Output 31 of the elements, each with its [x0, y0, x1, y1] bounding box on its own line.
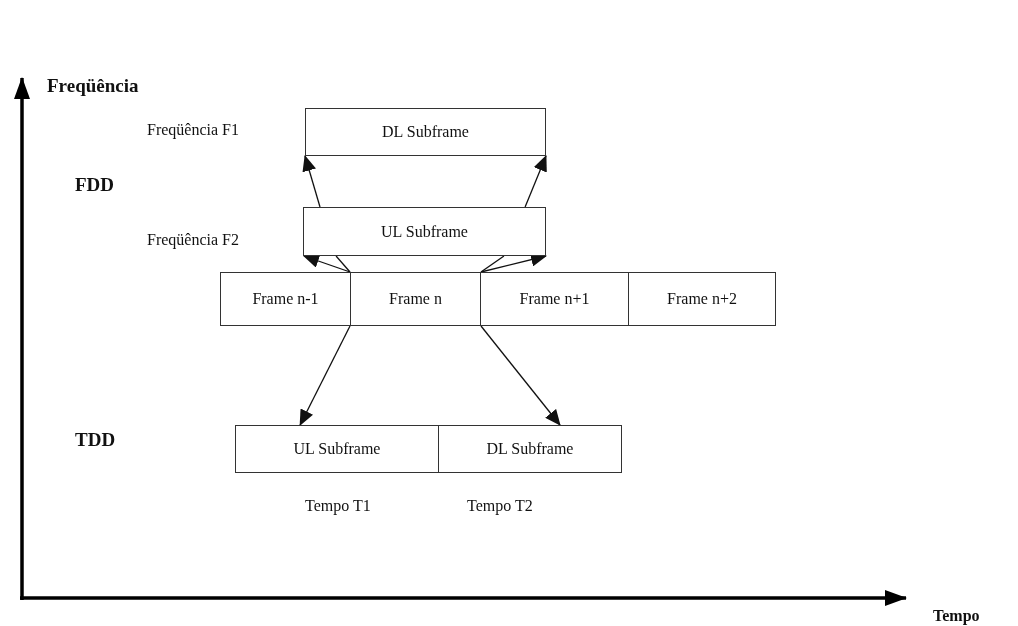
frame-box [480, 272, 629, 326]
box-label: Frame n [389, 290, 442, 308]
frame-box [628, 272, 776, 326]
subframe-box [303, 207, 546, 256]
mode-label: TDD [75, 429, 116, 451]
arrow [302, 155, 321, 208]
frequency-label: Freqüência F1 [147, 121, 239, 139]
frequency-label: Freqüência F2 [147, 231, 239, 249]
axis-title: Freqüência [47, 75, 139, 97]
time-label: Tempo T2 [467, 497, 533, 515]
arrow [480, 325, 561, 426]
axis-title: Tempo [933, 607, 980, 625]
arrow [524, 155, 547, 208]
box-label: DL Subframe [382, 123, 469, 141]
connector-line [335, 255, 351, 273]
connector-line [480, 255, 505, 273]
subframe-box [438, 425, 622, 473]
box-label: UL Subframe [293, 440, 381, 458]
mode-label: FDD [75, 174, 115, 196]
subframe-box [305, 108, 546, 156]
box-label: DL Subframe [486, 440, 574, 458]
time-label: Tempo T1 [305, 497, 371, 515]
arrow [303, 254, 351, 273]
frame-box [350, 272, 481, 326]
frame-box [220, 272, 351, 326]
arrow [299, 325, 351, 426]
box-label: UL Subframe [381, 222, 468, 241]
box-label: Frame n+1 [519, 290, 590, 308]
subframe-box [235, 425, 439, 473]
box-label: Frame n-1 [252, 290, 319, 308]
box-label: Frame n+2 [667, 290, 737, 308]
